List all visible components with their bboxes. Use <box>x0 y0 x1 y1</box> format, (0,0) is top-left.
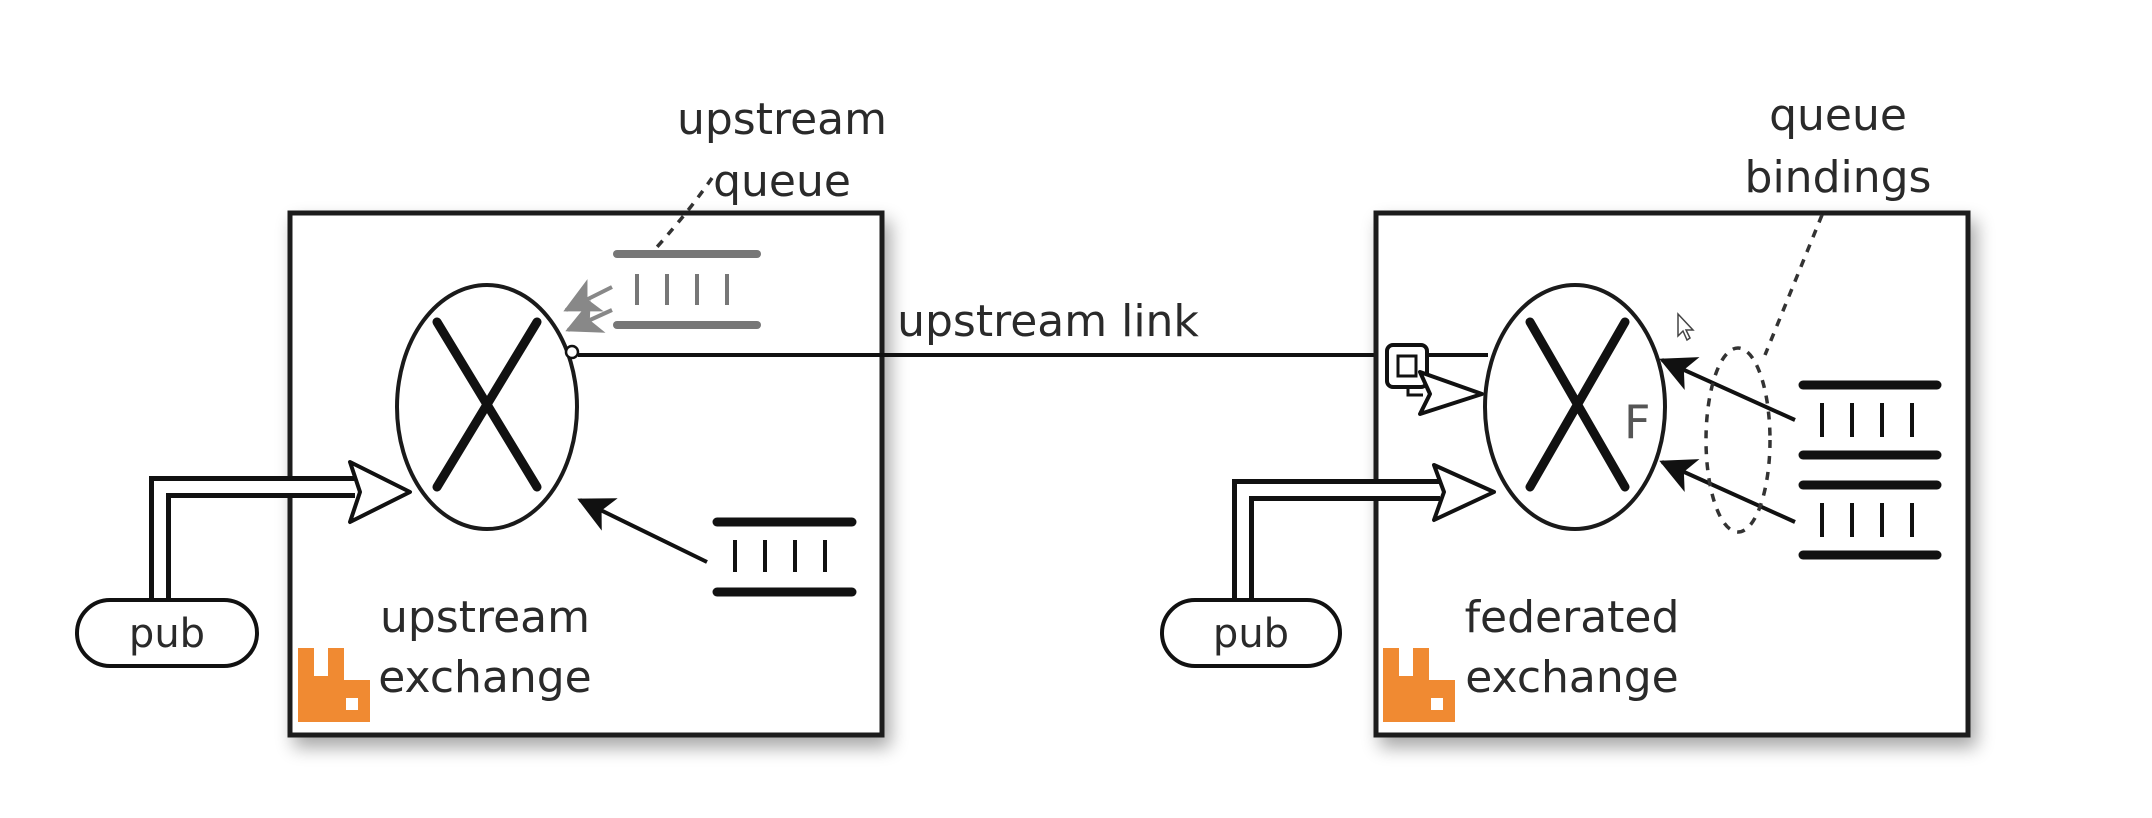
mouse-pointer-icon <box>1677 312 1695 342</box>
federated-exchange-mark: F <box>1624 395 1650 449</box>
upstream-broker: upstream queue pub upstream exchange <box>75 94 887 738</box>
federated-publish-arrow <box>1232 463 1496 600</box>
rabbitmq-logo-icon <box>298 648 370 722</box>
upstream-queue-label-2: queue <box>713 156 851 207</box>
upstream-exchange-icon <box>395 283 580 531</box>
local-queue-icon <box>712 517 857 597</box>
upstream-queue-label: upstream <box>677 94 887 145</box>
federated-queue-1-icon <box>1798 380 1942 460</box>
queue-bindings-label-2: bindings <box>1745 152 1932 203</box>
binding-arrow-2 <box>1659 459 1796 524</box>
federated-pub-label: pub <box>1213 611 1289 657</box>
link-endpoint-icon <box>1385 343 1488 416</box>
federated-exchange-label: federated <box>1465 592 1680 643</box>
rabbitmq-logo-icon-2 <box>1383 648 1455 722</box>
federated-exchange-label-2: exchange <box>1465 652 1679 703</box>
federated-pub-node: pub <box>1160 598 1342 668</box>
queue-to-exchange-arrow-2 <box>565 299 613 333</box>
upstream-queue-icon <box>613 250 761 329</box>
federated-exchange-icon: F <box>1483 283 1667 531</box>
upstream-pub-node: pub <box>75 598 259 668</box>
upstream-pub-label: pub <box>129 611 205 657</box>
federated-queue-2-icon <box>1798 480 1942 560</box>
upstream-exchange-label-2: exchange <box>378 652 592 703</box>
binding-arrow-1 <box>1659 357 1796 422</box>
upstream-exchange-label: upstream <box>380 592 590 643</box>
federated-broker: F queue bindings <box>1160 90 1971 738</box>
upstream-link-label: upstream link <box>897 296 1199 347</box>
queue-bindings-label: queue <box>1769 90 1907 141</box>
upstream-publish-arrow <box>149 460 412 600</box>
local-queue-arrow <box>577 498 708 564</box>
bindings-highlight <box>1704 346 1772 534</box>
